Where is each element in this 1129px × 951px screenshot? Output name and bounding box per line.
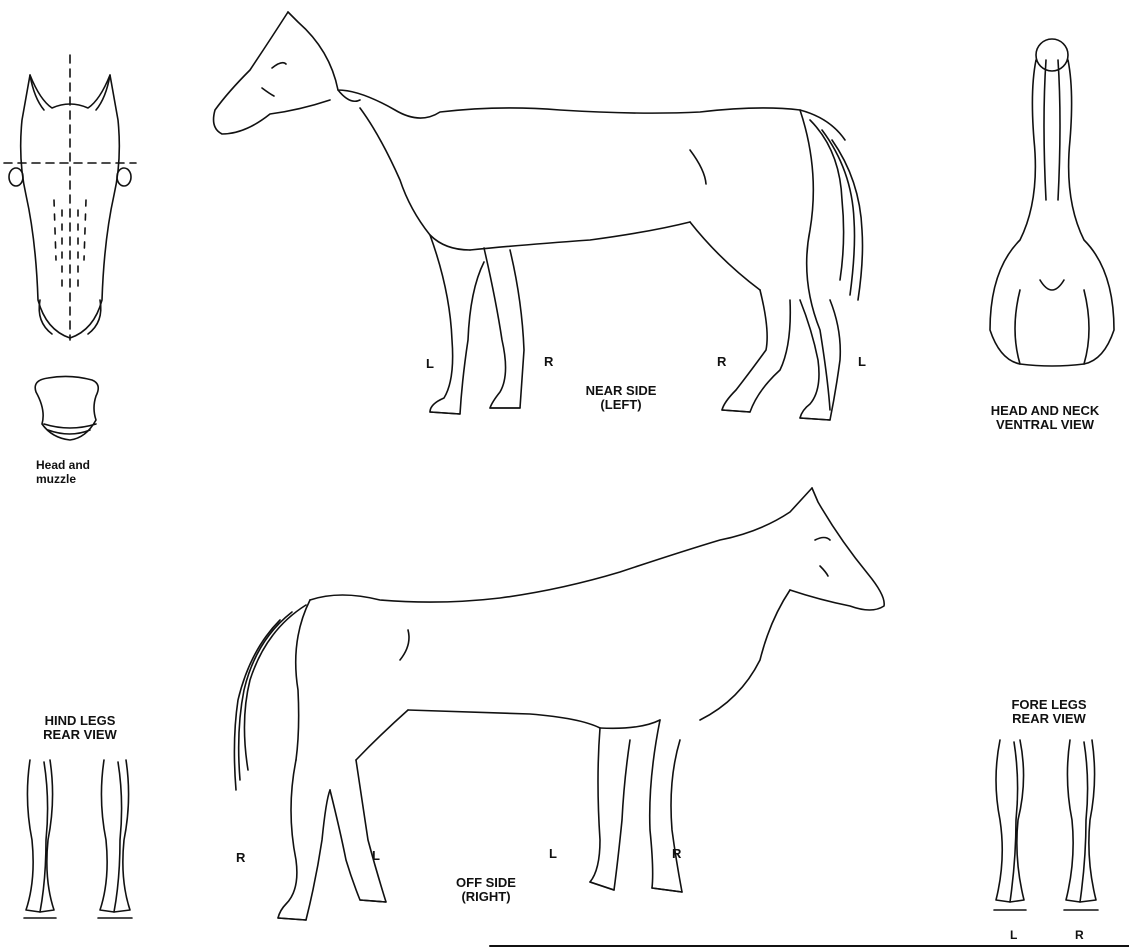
near-hind-right-marker: R: [717, 354, 726, 369]
fore-bottom-left-marker: L: [1010, 928, 1017, 942]
fore-bottom-right-marker: R: [1075, 928, 1084, 942]
head-muzzle-label: Head and muzzle: [36, 458, 90, 486]
off-front-right-marker: R: [672, 846, 681, 861]
off-side-subtitle: (RIGHT): [436, 890, 536, 904]
fore-legs-line2: REAR VIEW: [984, 712, 1114, 726]
head-muzzle-line1: Head and: [36, 458, 90, 472]
hind-legs-line1: HIND LEGS: [20, 714, 140, 728]
hind-legs-line2: REAR VIEW: [20, 728, 140, 742]
hind-legs-label: HIND LEGS REAR VIEW: [20, 714, 140, 742]
muzzle-view: [35, 376, 98, 440]
near-front-right-marker: R: [544, 354, 553, 369]
head-neck-ventral-view: [990, 39, 1114, 366]
fore-legs-rear-view: [994, 740, 1098, 910]
off-hind-left-marker: L: [372, 848, 380, 863]
off-side-title: OFF SIDE: [436, 876, 536, 890]
near-front-left-marker: L: [426, 356, 434, 371]
head-muzzle-line2: muzzle: [36, 472, 90, 486]
head-neck-line1: HEAD AND NECK: [960, 404, 1129, 418]
near-side-label: NEAR SIDE (LEFT): [566, 384, 676, 412]
near-hind-left-marker: L: [858, 354, 866, 369]
off-front-left-marker: L: [549, 846, 557, 861]
fore-legs-line1: FORE LEGS: [984, 698, 1114, 712]
near-side-title: NEAR SIDE: [566, 384, 676, 398]
off-side-horse: [234, 488, 884, 920]
near-side-horse: [214, 12, 863, 420]
head-front-view: [4, 55, 136, 340]
hind-legs-rear-view: [24, 760, 132, 918]
head-neck-label: HEAD AND NECK VENTRAL VIEW: [960, 404, 1129, 432]
near-side-subtitle: (LEFT): [566, 398, 676, 412]
fore-legs-label: FORE LEGS REAR VIEW: [984, 698, 1114, 726]
off-hind-right-marker: R: [236, 850, 245, 865]
head-neck-line2: VENTRAL VIEW: [960, 418, 1129, 432]
off-side-label: OFF SIDE (RIGHT): [436, 876, 536, 904]
